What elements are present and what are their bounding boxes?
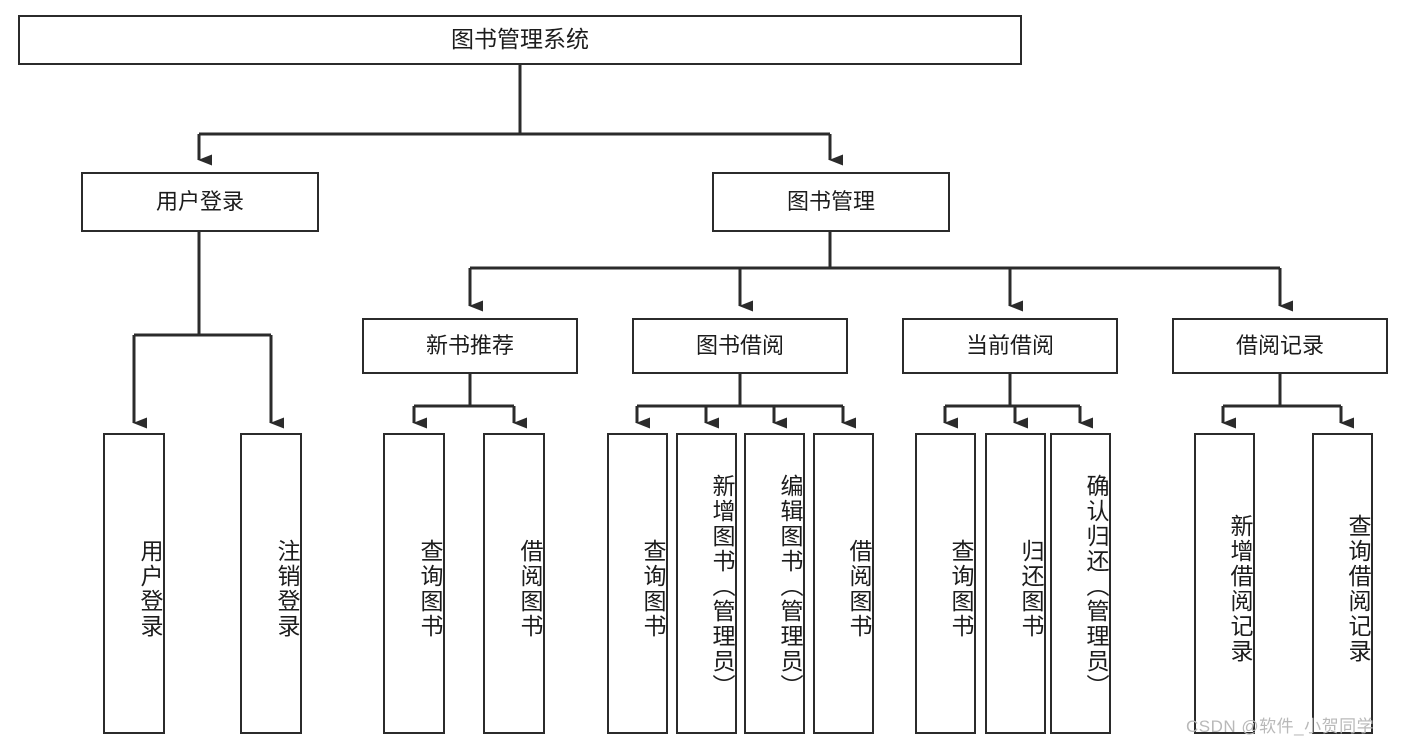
leaf-user-login-logout[interactable]: 注销登录 xyxy=(240,433,302,734)
leaf-book-borrow-borrow-book[interactable]: 借阅图书 xyxy=(813,433,874,734)
leaf-book-borrow-query-book[interactable]: 查询图书 xyxy=(607,433,668,734)
node-label: 查询图书 xyxy=(948,538,974,639)
node-label: 编辑图书（管理员） xyxy=(777,474,803,699)
node-label: 新增图书（管理员） xyxy=(709,474,735,699)
leaf-borrow-record-add-record[interactable]: 新增借阅记录 xyxy=(1194,433,1255,734)
node-new-book-recommend[interactable]: 新书推荐 xyxy=(362,318,578,374)
node-label: 新增借阅记录 xyxy=(1227,513,1253,664)
node-label: 归还图书 xyxy=(1018,538,1044,639)
node-label: 确认归还（管理员） xyxy=(1083,474,1109,699)
node-label: 查询借阅记录 xyxy=(1345,513,1371,664)
node-borrow-record[interactable]: 借阅记录 xyxy=(1172,318,1388,374)
node-root-book-management-system[interactable]: 图书管理系统 xyxy=(18,15,1022,65)
leaf-book-borrow-add-book-admin[interactable]: 新增图书（管理员） xyxy=(676,433,737,734)
leaf-new-book-borrow-book[interactable]: 借阅图书 xyxy=(483,433,545,734)
node-label: 查询图书 xyxy=(640,538,666,639)
node-label: 用户登录 xyxy=(137,538,163,639)
node-label: 借阅图书 xyxy=(846,538,872,639)
node-book-management[interactable]: 图书管理 xyxy=(712,172,950,232)
watermark-text: CSDN @软件_小贺同学 xyxy=(1186,717,1375,736)
leaf-current-borrow-query-book[interactable]: 查询图书 xyxy=(915,433,976,734)
leaf-current-borrow-return-book[interactable]: 归还图书 xyxy=(985,433,1046,734)
leaf-borrow-record-query-record[interactable]: 查询借阅记录 xyxy=(1312,433,1373,734)
leaf-book-borrow-edit-book-admin[interactable]: 编辑图书（管理员） xyxy=(744,433,805,734)
node-label: 用户登录 xyxy=(155,189,244,215)
node-label: 借阅图书 xyxy=(517,538,543,639)
leaf-new-book-query-book[interactable]: 查询图书 xyxy=(383,433,445,734)
node-current-borrow[interactable]: 当前借阅 xyxy=(902,318,1118,374)
leaf-current-borrow-confirm-return-admin[interactable]: 确认归还（管理员） xyxy=(1050,433,1111,734)
node-label: 图书借阅 xyxy=(695,333,784,359)
node-label: 借阅记录 xyxy=(1235,333,1324,359)
node-user-login[interactable]: 用户登录 xyxy=(81,172,319,232)
node-label: 注销登录 xyxy=(274,538,300,639)
node-label: 新书推荐 xyxy=(425,333,514,359)
node-book-borrow[interactable]: 图书借阅 xyxy=(632,318,848,374)
leaf-user-login-login[interactable]: 用户登录 xyxy=(103,433,165,734)
node-label: 当前借阅 xyxy=(965,333,1054,359)
node-label: 图书管理 xyxy=(786,189,875,215)
node-label: 查询图书 xyxy=(417,538,443,639)
node-label: 图书管理系统 xyxy=(451,26,589,53)
